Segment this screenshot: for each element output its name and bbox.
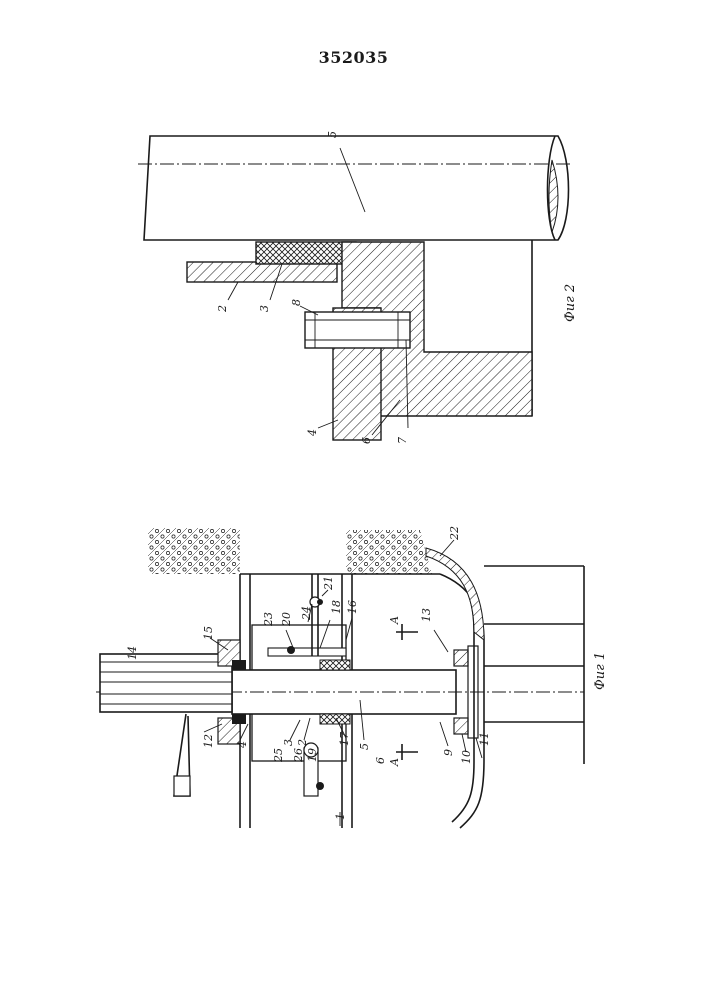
label-26: 26	[292, 748, 305, 763]
label-18: 18	[330, 600, 343, 614]
label-11: 11	[478, 732, 491, 746]
label-16: 16	[346, 600, 359, 614]
label-9: 9	[442, 749, 455, 756]
label-25: 25	[272, 748, 285, 763]
figure-2: 5 8 2 3 4 6 7 Фиг 2	[138, 131, 578, 444]
figure-1: 14 15 12 4 3 2 17 5 6 A A 9 10 11 13 16 …	[96, 526, 608, 828]
part-3	[256, 242, 356, 264]
part-2	[187, 262, 337, 282]
label-3: 3	[258, 305, 271, 312]
label-17: 17	[338, 732, 351, 746]
figure-1-caption: Фиг 1	[593, 652, 608, 690]
insulation-left	[148, 528, 240, 574]
label-8: 8	[290, 299, 303, 306]
label-15: 15	[202, 626, 215, 640]
label-23: 23	[262, 612, 275, 627]
label-4: 4	[236, 741, 249, 749]
label-6: 6	[374, 757, 387, 764]
label-3: 3	[282, 739, 295, 746]
figure-2-caption: Фиг 2	[563, 284, 578, 322]
label-5: 5	[326, 131, 339, 138]
label-section-a-lower: A	[388, 758, 401, 767]
label-21: 21	[322, 576, 335, 591]
label-7: 7	[396, 437, 409, 444]
label-22: 22	[448, 526, 461, 541]
label-2: 2	[216, 305, 229, 313]
label-13: 13	[420, 608, 433, 622]
shaft-5	[144, 136, 569, 240]
label-section-a-upper: A	[388, 616, 401, 625]
bolt-8	[305, 312, 410, 348]
label-5: 5	[358, 743, 371, 750]
label-1: 1	[334, 813, 347, 820]
label-10: 10	[460, 750, 473, 764]
spline-14	[100, 654, 232, 712]
label-24: 24	[300, 606, 313, 621]
label-6: 6	[360, 437, 373, 444]
label-19: 19	[306, 748, 319, 762]
insulation-right	[346, 530, 432, 574]
label-12: 12	[202, 734, 215, 748]
label-20: 20	[280, 612, 293, 627]
label-2: 2	[296, 739, 309, 747]
label-4: 4	[306, 429, 319, 437]
label-14: 14	[126, 646, 139, 660]
